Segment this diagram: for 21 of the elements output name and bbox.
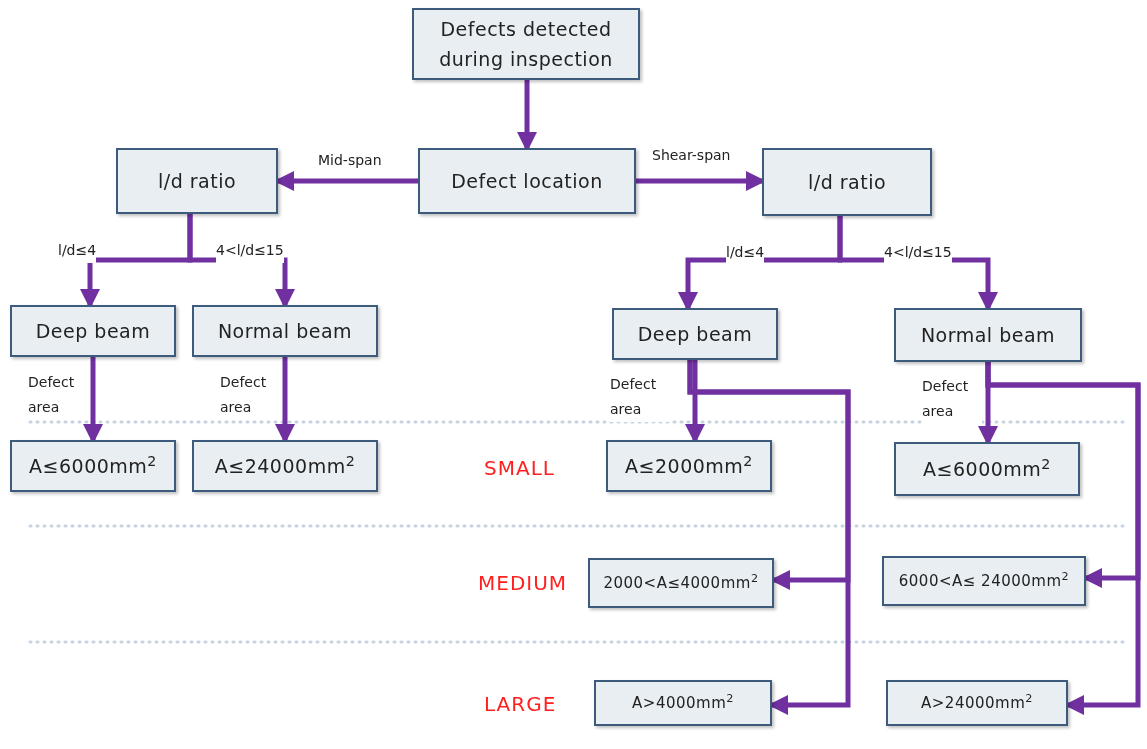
- process-box: l/d ratio: [762, 148, 932, 216]
- size-category-label: LARGE: [484, 691, 557, 718]
- process-box: 2000<A≤4000mm$^{2}$: [588, 558, 774, 608]
- size-category-label: SMALL: [484, 455, 555, 482]
- process-box: A≤24000mm$^{2}$: [192, 440, 378, 492]
- process-box: Defect location: [418, 148, 636, 214]
- process-box: Defects detected during inspection: [412, 8, 640, 80]
- process-box: A≤6000mm$^{2}$: [894, 442, 1080, 496]
- process-box: l/d ratio: [116, 148, 278, 214]
- process-box: Deep beam: [10, 305, 176, 357]
- process-box: A>4000mm$^{2}$: [594, 680, 772, 726]
- arrow: [687, 360, 851, 715]
- size-category-label: MEDIUM: [478, 570, 568, 597]
- process-box: Normal beam: [894, 308, 1082, 362]
- process-box: A≤6000mm$^{2}$: [10, 440, 176, 492]
- process-box: Normal beam: [192, 305, 378, 357]
- process-box: Deep beam: [612, 308, 778, 360]
- process-box: A≤2000mm$^{2}$: [606, 440, 772, 492]
- process-box: A>24000mm$^{2}$: [886, 680, 1068, 726]
- arrow: [985, 362, 1141, 715]
- process-box: 6000<A≤ 24000mm$^{2}$: [882, 556, 1086, 606]
